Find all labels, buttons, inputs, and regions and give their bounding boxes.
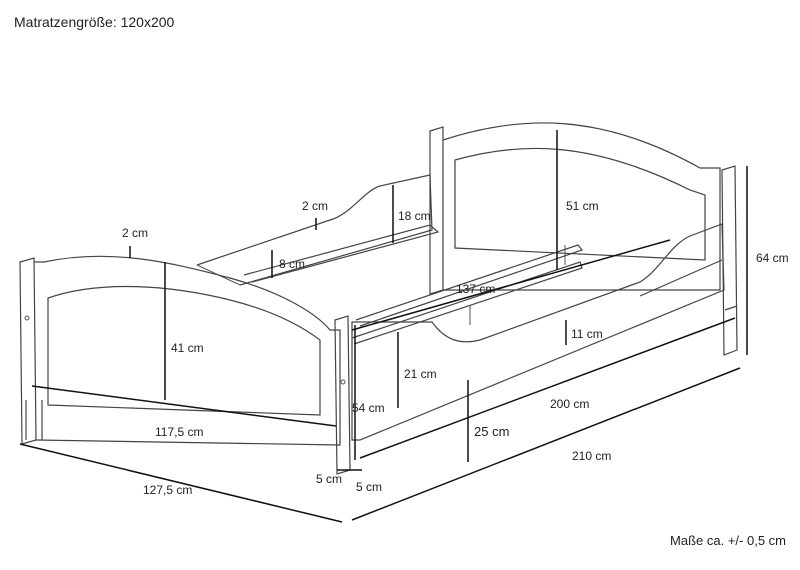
mattress-size-title: Matratzengröße: 120x200 [14, 14, 175, 30]
dim-post-5b: 5 cm [356, 480, 382, 494]
dim-rail-top-2cm: 2 cm [302, 199, 328, 213]
tolerance-note: Maße ca. +/- 0,5 cm [670, 533, 786, 548]
dim-overall-height-64: 64 cm [756, 251, 789, 265]
dim-underfloor-25: 25 cm [474, 424, 509, 439]
dim-overall-length-210: 210 cm [572, 449, 611, 463]
dim-rail-height-18: 18 cm [398, 209, 431, 223]
dim-overall-width-127-5: 127,5 cm [143, 483, 192, 497]
dimension-lines [19, 130, 748, 523]
dim-footboard-height-41: 41 cm [171, 341, 204, 355]
dim-rail-cutout-11: 11 cm [571, 327, 603, 341]
dim-rail-height-21: 21 cm [404, 367, 437, 381]
dim-headboard-top-2cm: 2 cm [122, 226, 148, 240]
dim-headboard-height-51: 51 cm [566, 199, 599, 213]
dim-slat-gap-8: 8 cm [279, 257, 305, 271]
dim-footboard-inner-117-5: 117,5 cm [155, 425, 203, 439]
dim-post-5a: 5 cm [316, 472, 342, 486]
dim-inner-length-200: 200 cm [550, 397, 589, 411]
bed-outline [19, 122, 738, 475]
dim-post-height-54: 54 cm [352, 401, 385, 415]
dim-inner-width-137: 137 cm [456, 282, 495, 296]
